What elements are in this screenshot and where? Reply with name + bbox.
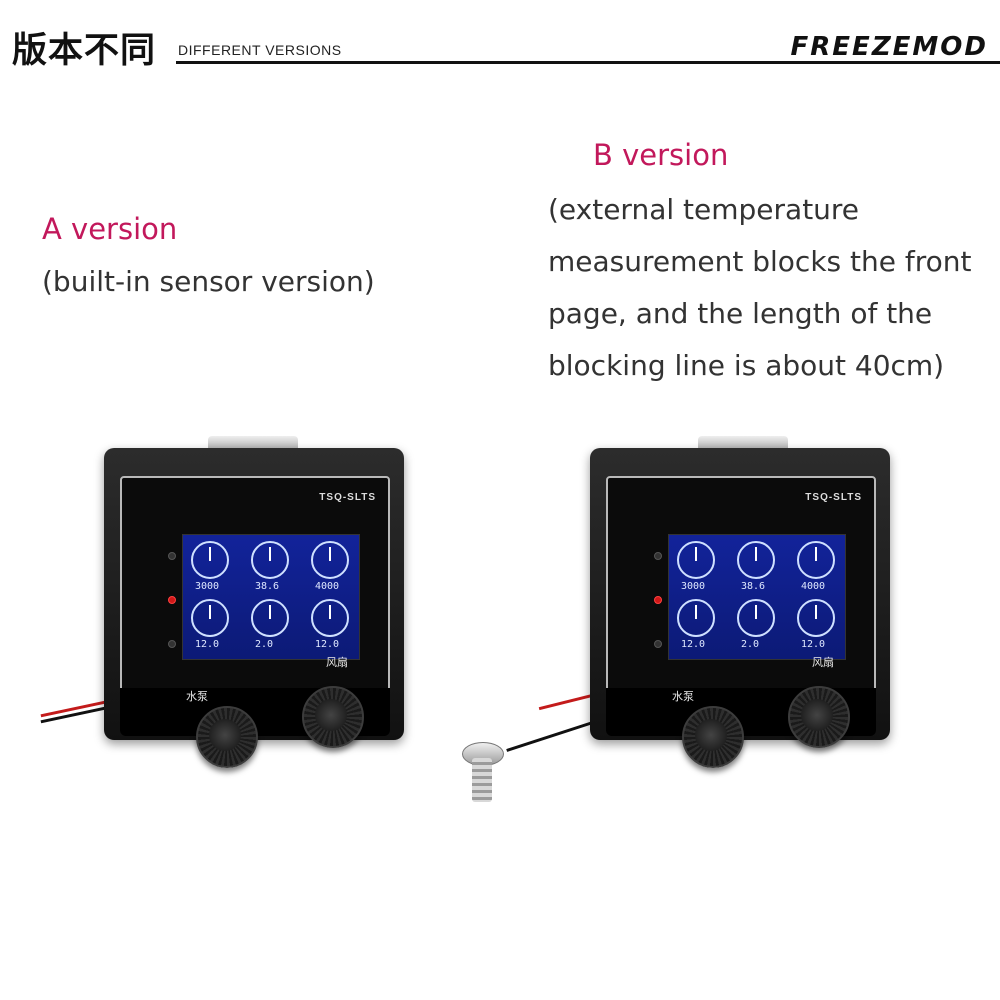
fan-label: 风扇: [812, 656, 834, 669]
reading-value: 12.0: [681, 639, 706, 650]
pump-knob: [196, 706, 258, 768]
gauge-icon: [797, 541, 835, 579]
gauge-icon: [311, 599, 349, 637]
pump-label: 水泵: [186, 690, 208, 703]
fan-knob: [302, 686, 364, 748]
indicator-led: [654, 640, 662, 648]
gauge-icon: [191, 599, 229, 637]
version-a-title: A version: [42, 212, 178, 246]
reading-value: 38.6: [255, 581, 280, 592]
gauge-icon: [677, 599, 715, 637]
fan-knob: [788, 686, 850, 748]
model-label: TSQ-SLTS: [805, 492, 862, 503]
page-subtitle: DIFFERENT VERSIONS: [178, 42, 342, 58]
reading-value: 3000: [681, 581, 706, 592]
reading-value: 38.6: [741, 581, 766, 592]
indicator-led: [168, 552, 176, 560]
device-body: TSQ-SLTS 3000 38.6 4000 12.0 2.0 12.0 水泵…: [590, 448, 890, 768]
gauge-icon: [251, 541, 289, 579]
reading-value: 4000: [315, 581, 340, 592]
lcd-screen: 3000 38.6 4000 12.0 2.0 12.0: [668, 534, 846, 660]
gauge-icon: [677, 541, 715, 579]
indicator-led: [654, 552, 662, 560]
device-a-image: TSQ-SLTS 3000 38.6 4000 12.0 2.0 12.0 水泵…: [40, 436, 404, 768]
lcd-screen: 3000 38.6 4000 12.0 2.0 12.0: [182, 534, 360, 660]
brand-logo: FREEZEMOD: [790, 32, 988, 62]
device-body: TSQ-SLTS 3000 38.6 4000 12.0 2.0 12.0 水泵…: [104, 448, 404, 768]
header: 版本不同 DIFFERENT VERSIONS FREEZEMOD: [0, 0, 1000, 71]
gauge-icon: [737, 599, 775, 637]
header-divider: [176, 61, 1000, 64]
version-b-description-line: measurement blocks the front: [548, 245, 972, 278]
gauge-icon: [311, 541, 349, 579]
version-b-description: (external temperature measurement blocks…: [548, 184, 972, 392]
indicator-led: [168, 640, 176, 648]
version-b-description-line: page, and the length of the: [548, 297, 933, 330]
gauge-icon: [251, 599, 289, 637]
device-b-image: TSQ-SLTS 3000 38.6 4000 12.0 2.0 12.0 水泵…: [462, 436, 890, 802]
version-b-title: B version: [593, 138, 729, 172]
page-title: 版本不同: [12, 31, 157, 71]
reading-value: 2.0: [255, 639, 274, 650]
version-a-description: (built-in sensor version): [42, 265, 375, 298]
reading-value: 3000: [195, 581, 220, 592]
power-led: [654, 596, 662, 604]
pump-knob: [682, 706, 744, 768]
fan-label: 风扇: [326, 656, 348, 669]
gauge-icon: [797, 599, 835, 637]
temperature-probe-stem: [472, 758, 492, 802]
reading-value: 2.0: [741, 639, 760, 650]
gauge-icon: [191, 541, 229, 579]
reading-value: 4000: [801, 581, 826, 592]
reading-value: 12.0: [801, 639, 826, 650]
pump-label: 水泵: [672, 690, 694, 703]
gauge-icon: [737, 541, 775, 579]
version-b-description-line: blocking line is about 40cm): [548, 349, 945, 382]
model-label: TSQ-SLTS: [319, 492, 376, 503]
reading-value: 12.0: [195, 639, 220, 650]
power-led: [168, 596, 176, 604]
version-b-description-line: (external temperature: [548, 193, 860, 226]
reading-value: 12.0: [315, 639, 340, 650]
